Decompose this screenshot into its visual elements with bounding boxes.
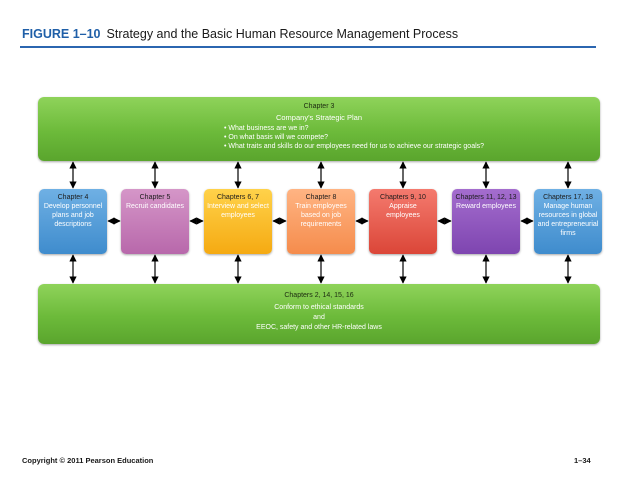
step-box-global-firms: Chapters 17, 18 Manage human resources i… (534, 189, 602, 254)
step-box-personnel-plans: Chapter 4 Develop personnel plans and jo… (39, 189, 107, 254)
figure-title: FIGURE 1–10 Strategy and the Basic Human … (22, 27, 458, 41)
step-label: Appraise employees (386, 203, 420, 219)
foundation-line: and (313, 314, 325, 321)
strategic-question: • On what basis will we compete? (224, 134, 328, 141)
step-chapter: Chapters 6, 7 (216, 194, 260, 201)
step-label: Develop personnel plans and job descript… (43, 203, 103, 228)
step-chapter: Chapter 4 (57, 194, 89, 201)
step-chapter: Chapters 17, 18 (543, 194, 593, 201)
step-chapter: Chapter 8 (305, 194, 337, 201)
step-box-reward: Chapters 11, 12, 13 Reward employees (452, 189, 520, 254)
strategic-question: • What business are we in? (224, 125, 309, 132)
foundation-chapter: Chapters 2, 14, 15, 16 (284, 292, 354, 299)
title-divider (20, 46, 596, 48)
strategic-question: • What traits and skills do our employee… (224, 143, 485, 150)
step-box-train: Chapter 8 Train employees based on job r… (287, 189, 355, 254)
step-label: Reward employees (456, 203, 516, 210)
strategic-plan-chapter: Chapter 3 (303, 103, 335, 110)
foundation-line: Conform to ethical standards (274, 304, 364, 311)
step-box-select: Chapters 6, 7 Interview and select emplo… (204, 189, 272, 254)
step-chapter: Chapter 5 (139, 194, 171, 201)
step-label: Manage human resources in global and ent… (537, 203, 599, 237)
foundation-box: Chapters 2, 14, 15, 16 Conform to ethica… (38, 284, 600, 344)
figure-label: FIGURE 1–10 (22, 27, 101, 41)
strategic-plan-title: Company's Strategic Plan (275, 113, 363, 122)
step-label: Train employees based on job requirement… (295, 203, 347, 228)
copyright-notice: Copyright © 2011 Pearson Education (22, 456, 154, 465)
figure-caption: Strategy and the Basic Human Resource Ma… (106, 27, 459, 41)
step-chapter: Chapters 11, 12, 13 (455, 194, 517, 201)
step-chapter: Chapters 9, 10 (380, 194, 426, 201)
step-box-recruit: Chapter 5 Recruit candidates (121, 189, 189, 254)
strategic-plan-box: Chapter 3 Company's Strategic Plan • Wha… (38, 97, 600, 161)
strategic-plan-questions: • What business are we in? • On what bas… (224, 124, 484, 151)
step-label: Interview and select employees (207, 203, 269, 219)
step-box-appraise: Chapters 9, 10 Appraise employees (369, 189, 437, 254)
step-label: Recruit candidates (126, 203, 184, 210)
foundation-line: EEOC, safety and other HR-related laws (256, 324, 382, 331)
page-number: 1–34 (574, 456, 591, 465)
